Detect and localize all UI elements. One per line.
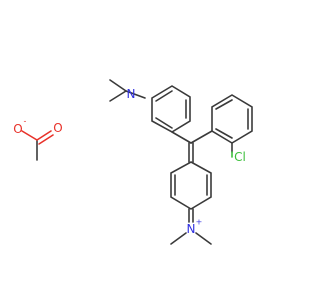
bond-ring-a-central [171,131,192,144]
bond-n-methyl-up [109,79,127,92]
ring-chlorophenyl: Cl [211,94,253,164]
ring-b-double-3 [215,128,233,139]
ring-aminophenyl [151,85,191,133]
acetate-anion: O - O [13,117,63,161]
iminium-charge: + [196,218,203,227]
bond-n-ring [125,90,146,99]
ring-b-outline [211,94,253,144]
bond-central-ring-b [190,130,213,144]
bond-c-o-double-b [38,134,54,145]
bond-iminium-methyl-right [195,232,212,245]
ring-a-double-1 [155,90,173,102]
iminium-nitrogen-label: N [187,222,196,236]
oxygen-anion-label: O [13,122,22,136]
anion-charge: - [24,117,27,126]
bond-c-o-double-a [36,130,52,141]
bond-n-methyl-down [109,90,127,102]
bond-c-o-anion [21,130,38,141]
ring-a-double-3 [155,117,173,129]
ring-c-outline [170,161,212,210]
amine-nitrogen-label: N [127,87,136,101]
dimethylamino-group: N [109,79,146,102]
oxygen-carbonyl-label: O [53,121,62,135]
dye-cation: N Cl [109,79,253,245]
ring-a-outline [151,85,191,133]
ring-b-double-1 [215,99,233,110]
chlorine-label: Cl [234,150,246,164]
iminium-group: N + [170,218,212,245]
molecule-structure: O - O N Cl [13,79,253,245]
ring-quinoid [170,161,212,223]
bond-iminium-methyl-left [170,232,187,245]
